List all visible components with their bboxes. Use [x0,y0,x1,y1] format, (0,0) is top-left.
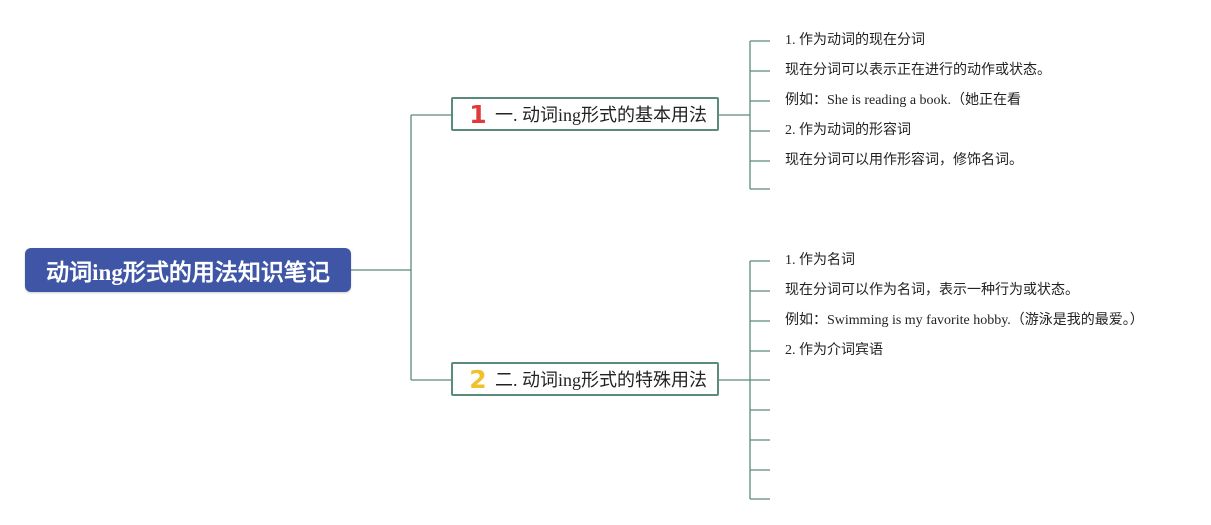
leaf-topic[interactable]: 1. 作为动词的现在分词 [785,33,925,48]
leaf-topic[interactable]: 现在分词可以用作形容词，修饰名词。 [785,153,1023,168]
branch-topic-1[interactable]: 1 一. 动词ing形式的基本用法 [451,97,719,131]
leaf-topic[interactable]: 例如：She is reading a book.（她正在看 [785,93,1022,108]
leaf-topic[interactable]: 2. 作为介词宾语 [785,343,883,358]
leaf-topic[interactable]: 现在分词可以作为名词，表示一种行为或状态。 [785,283,1079,298]
leaf-topic[interactable]: 现在分词可以表示正在进行的动作或状态。 [785,63,1051,78]
branch-topic-1-label: 一. 动词ing形式的基本用法 [495,105,707,125]
branch-topic-2-label: 二. 动词ing形式的特殊用法 [495,370,707,390]
number-two-icon: 2 [469,364,487,394]
leaf-topic[interactable]: 1. 作为名词 [785,253,855,268]
root-topic[interactable]: 动词ing形式的用法知识笔记 [25,248,351,292]
root-topic-label: 动词ing形式的用法知识笔记 [46,260,330,285]
leaf-topic[interactable]: 例如：Swimming is my favorite hobby.（游泳是我的最… [785,313,1144,328]
branch-topic-2[interactable]: 2 二. 动词ing形式的特殊用法 [451,362,719,396]
number-one-icon: 1 [469,99,487,129]
leaf-topic[interactable]: 2. 作为动词的形容词 [785,123,911,138]
